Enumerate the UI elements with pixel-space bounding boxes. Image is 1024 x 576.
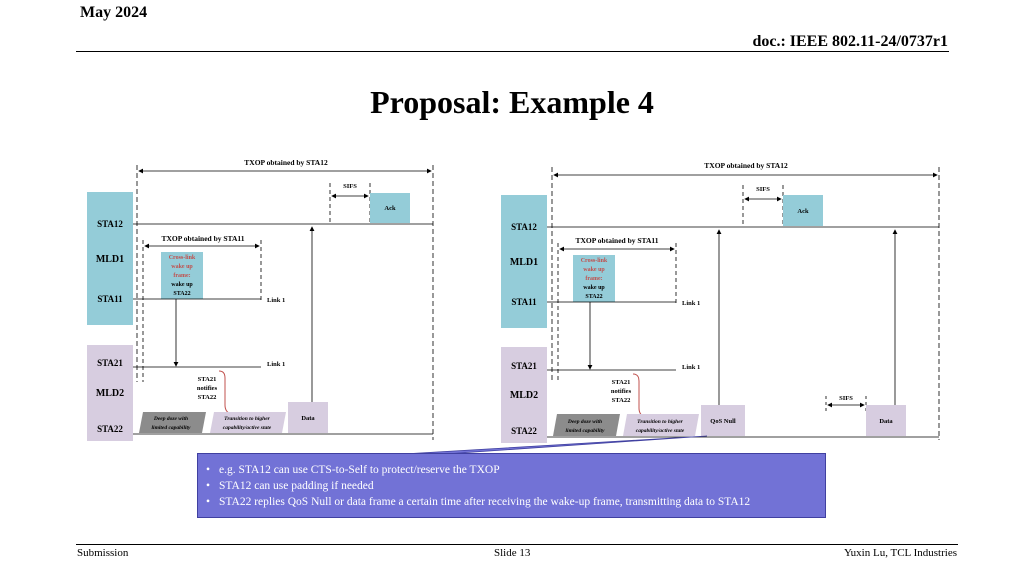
left-wakeup-frame	[161, 252, 203, 299]
footer-author: Yuxin Lu, TCL Industries	[843, 547, 957, 559]
right-diagram: TXOP obtained by STA12 SIFS Ack STA12 ML…	[501, 161, 940, 443]
right-sta22-label: STA22	[511, 426, 537, 436]
right-sta12-label: STA12	[511, 222, 537, 232]
right-transition-1: Transition to higher	[637, 419, 684, 425]
right-ack-box	[783, 195, 823, 226]
right-frame-black-1: wake up	[583, 285, 605, 291]
left-notifies-1: STA21	[198, 376, 217, 383]
right-mld2-label: MLD2	[510, 390, 538, 401]
left-sta22-label: STA22	[97, 424, 123, 434]
callout-bullet-2: STA12 can use padding if needed	[206, 478, 815, 494]
right-txop12-label: TXOP obtained by STA12	[704, 161, 788, 170]
right-notifies-2: notifies	[611, 388, 632, 395]
left-mld2-label: MLD2	[96, 388, 124, 399]
left-sta12-label: STA12	[97, 219, 123, 229]
right-frame-red-3: frame:	[585, 276, 602, 282]
header-date: May 2024	[80, 4, 148, 21]
right-frame-red-2: wake up	[583, 267, 605, 273]
left-frame-red-1: Cross-link	[169, 255, 196, 261]
right-doze-box	[553, 414, 620, 436]
left-data-label: Data	[301, 415, 315, 422]
left-transition-1: Transition to higher	[224, 416, 271, 422]
left-frame-black-2: STA22	[173, 291, 190, 297]
left-notifies-2: notifies	[197, 385, 218, 392]
left-txop11-label: TXOP obtained by STA11	[161, 234, 244, 243]
right-sifs2-label: SIFS	[839, 395, 853, 402]
left-transition-box	[210, 412, 286, 433]
left-frame-black-1: wake up	[171, 282, 193, 288]
right-doze-1: Deep doze with	[567, 419, 602, 425]
left-link1-bottom: Link 1	[267, 361, 285, 368]
left-mld1-label: MLD1	[96, 254, 124, 265]
left-link1-top: Link 1	[267, 297, 285, 304]
left-txop12-label: TXOP obtained by STA12	[244, 158, 328, 167]
footer-rule	[76, 544, 958, 545]
left-data-box	[288, 402, 328, 433]
left-ack-label: Ack	[384, 205, 396, 212]
right-sifs-label: SIFS	[756, 186, 770, 193]
callout-pointer	[402, 435, 708, 455]
right-wakeup-frame	[573, 255, 615, 302]
left-mld1-bar	[87, 192, 133, 325]
right-transition-2: capability/active state	[636, 428, 685, 434]
left-frame-red-3: frame:	[173, 273, 190, 279]
right-notifies-3: STA22	[612, 397, 631, 404]
callout-box: e.g. STA12 can use CTS-to-Self to protec…	[197, 453, 826, 518]
slide-title: Proposal: Example 4	[370, 84, 654, 120]
right-link1-bottom: Link 1	[682, 364, 700, 371]
left-ack-box	[370, 193, 410, 223]
left-doze-1: Deep doze with	[153, 416, 188, 422]
header-doc-id: doc.: IEEE 802.11-24/0737r1	[752, 33, 948, 50]
left-frame-red-2: wake up	[171, 264, 193, 270]
right-qos-null-label: QoS Null	[710, 418, 736, 425]
right-data-box	[866, 405, 906, 436]
right-mld1-label: MLD1	[510, 257, 538, 268]
right-txop11-label: TXOP obtained by STA11	[575, 236, 658, 245]
right-notifies-1: STA21	[612, 379, 631, 386]
left-sifs-label: SIFS	[343, 183, 357, 190]
right-link1-top: Link 1	[682, 300, 700, 307]
callout-bullet-1: e.g. STA12 can use CTS-to-Self to protec…	[206, 462, 815, 478]
left-doze-box	[139, 412, 206, 433]
right-sta21-label: STA21	[511, 361, 537, 371]
right-ack-label: Ack	[797, 208, 809, 215]
right-data-label: Data	[879, 418, 893, 425]
right-brace	[632, 373, 646, 418]
right-transition-box	[623, 414, 699, 436]
right-sta11-label: STA11	[511, 297, 537, 307]
header-rule	[76, 51, 949, 52]
left-brace	[218, 370, 232, 415]
footer-submission: Submission	[77, 547, 129, 559]
right-doze-2: limited capability	[566, 428, 606, 434]
left-mld2-bar	[87, 345, 133, 441]
left-sta21-label: STA21	[97, 358, 123, 368]
right-qos-null-box	[701, 405, 745, 436]
left-sta11-label: STA11	[97, 294, 123, 304]
right-mld2-bar	[501, 347, 547, 443]
left-transition-2: capability/active state	[223, 425, 272, 431]
right-frame-red-1: Cross-link	[581, 258, 608, 264]
callout-bullet-3: STA22 replies QoS Null or data frame a c…	[206, 494, 815, 510]
footer-slide-number: Slide 13	[494, 547, 531, 559]
left-notifies-3: STA22	[198, 394, 217, 401]
right-mld1-bar	[501, 195, 547, 328]
left-doze-2: limited capability	[152, 425, 192, 431]
right-frame-black-2: STA22	[585, 294, 602, 300]
left-diagram: TXOP obtained by STA12 SIFS Ack STA12 ML…	[87, 158, 434, 441]
